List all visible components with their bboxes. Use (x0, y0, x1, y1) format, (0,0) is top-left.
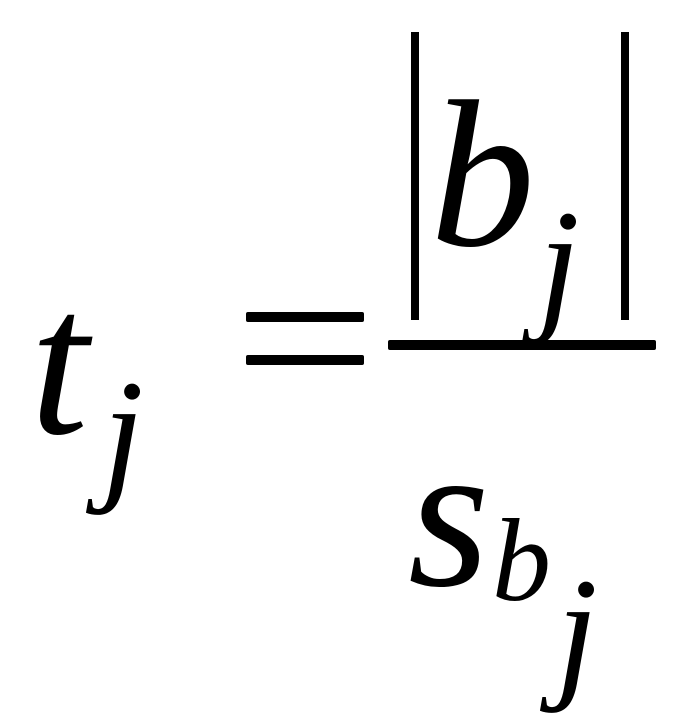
denominator-subscript: b (492, 495, 551, 626)
equals-bottom-bar (246, 355, 364, 365)
numerator-symbol: b (430, 59, 535, 291)
lhs-symbol: t (30, 247, 89, 479)
equals-top-bar (246, 312, 364, 322)
lhs-subscript: j (102, 350, 144, 516)
denominator-sub-subscript: j (556, 548, 598, 714)
denominator-symbol: s (408, 399, 490, 631)
abs-right-bar (621, 32, 629, 320)
fraction-bar (388, 340, 656, 350)
abs-left-bar (411, 32, 419, 320)
numerator-subscript: j (538, 180, 580, 346)
